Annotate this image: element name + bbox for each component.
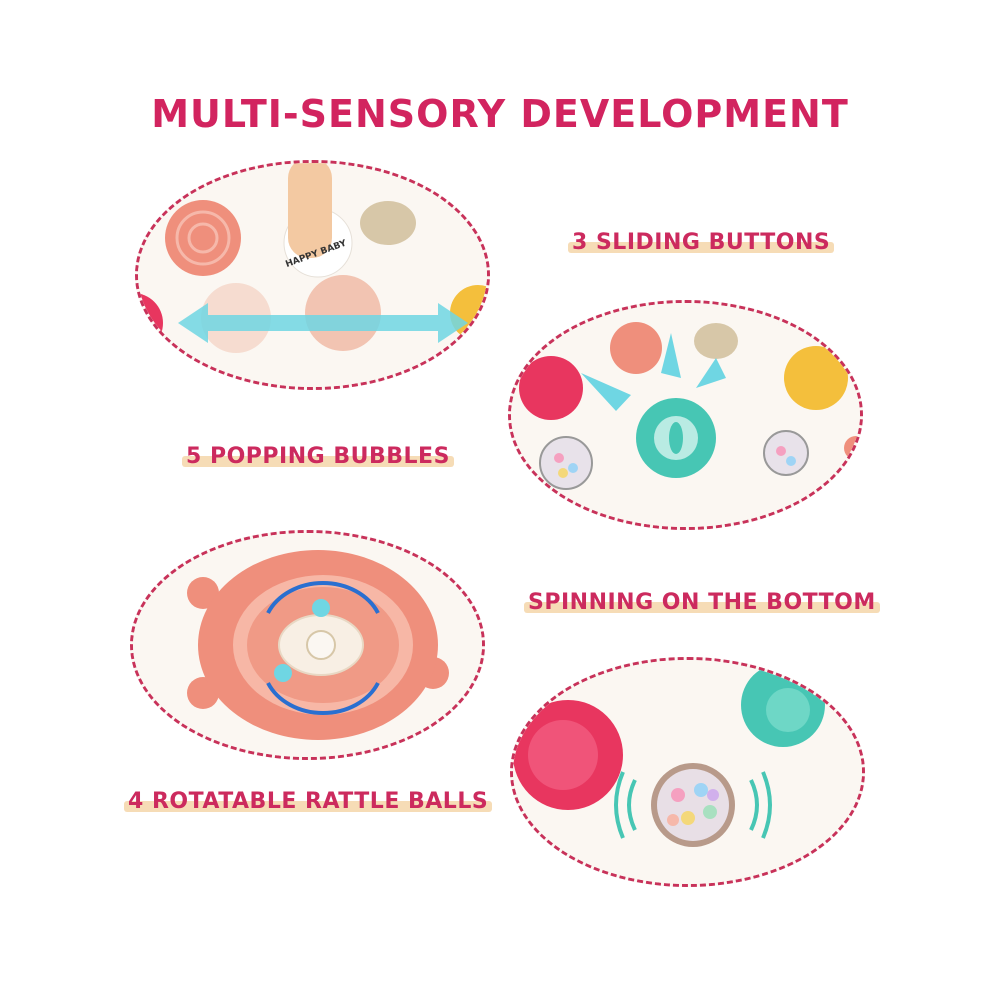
finger-image [288, 163, 332, 258]
rattle-balls-panel [510, 657, 865, 887]
spin-arrow-bottom-icon [266, 682, 380, 716]
vibration-right-icon [749, 779, 759, 831]
beige-button [360, 201, 416, 245]
spinning-illustration [133, 533, 482, 757]
spinning-panel [130, 530, 485, 760]
label-sliding-buttons: 3 SLIDING BUTTONS [568, 230, 835, 255]
arrow-left-icon [581, 373, 631, 411]
yellow-bubble [784, 346, 848, 410]
beige-button [694, 323, 738, 359]
page-title: MULTI-SENSORY DEVELOPMENT [151, 92, 849, 136]
spin-arrow-top-icon [266, 580, 380, 614]
label-spinning: SPINNING ON THE BOTTOM [524, 590, 880, 615]
rattle-balls-illustration [513, 660, 862, 884]
vibration-left-icon [627, 779, 637, 831]
popping-bubbles-panel [508, 300, 863, 530]
popping-bubbles-illustration [511, 303, 860, 527]
rattle-ball-right [763, 430, 809, 476]
rattle-ball-left [539, 436, 593, 490]
arrow-right-icon [696, 358, 726, 388]
double-arrow-icon [178, 303, 468, 343]
label-popping-bubbles: 5 POPPING BUBBLES [182, 444, 454, 469]
slider-hole-right [305, 275, 381, 351]
label-rattle-balls: 4 ROTATABLE RATTLE BALLS [124, 789, 493, 814]
coral-button [610, 322, 662, 374]
red-bubble [519, 356, 583, 420]
sliding-buttons-illustration: HAPPY BABY [138, 163, 487, 387]
red-bubble [138, 293, 163, 353]
sliding-buttons-panel: HAPPY BABY [135, 160, 490, 390]
arrow-top-icon [661, 333, 681, 378]
